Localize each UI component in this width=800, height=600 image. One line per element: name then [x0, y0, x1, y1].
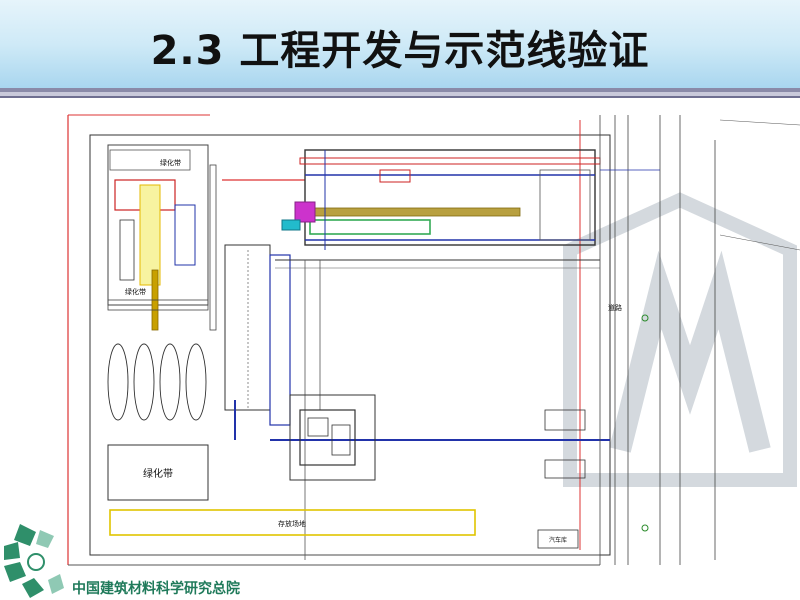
kiln-line: [309, 207, 521, 217]
header-divider: [0, 88, 800, 92]
site-plan-drawing: 绿化带 绿化带 绿化带 存放场地 汽车库 道路: [67, 114, 800, 566]
storage-yard-label: 绿化带: [160, 158, 181, 167]
organization-logo: [4, 524, 64, 598]
storage-strip-label: 存放场地: [278, 519, 306, 528]
production-line-hall: [304, 149, 596, 246]
slide-title: 2.3 工程开发与示范线验证: [150, 28, 650, 74]
header-divider-mid: [0, 92, 800, 96]
silo-group: [107, 343, 207, 421]
greenbelt-left-label: 绿化带: [125, 287, 146, 296]
greenbelt-block: [107, 444, 209, 501]
gate-label: 汽车库: [549, 536, 567, 544]
conveyor-yellow: [139, 184, 161, 286]
header-divider-bottom: [0, 96, 800, 98]
organization-name: 中国建筑材料科学研究总院: [72, 581, 240, 597]
slide-header: [0, 0, 800, 88]
storage-strip: [109, 509, 476, 536]
greenbelt-label: 绿化带: [143, 467, 173, 480]
road-label: 道路: [608, 303, 622, 312]
